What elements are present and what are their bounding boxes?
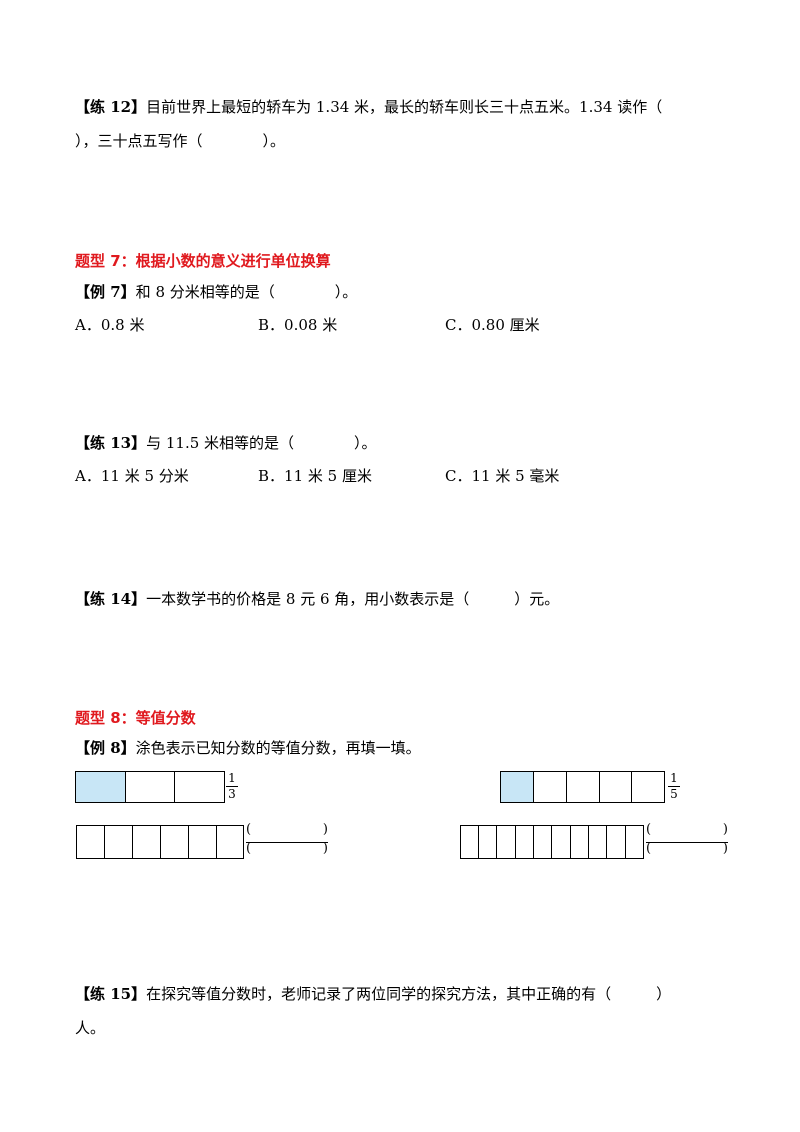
ex7-option-a[interactable]: A．0.8 米 [75, 316, 145, 334]
ex7-option-c[interactable]: C．0.80 厘米 [445, 316, 540, 334]
shaded-part[interactable] [75, 771, 126, 803]
unshaded-part[interactable] [533, 771, 567, 803]
q12-tag: 【练 12】 [75, 98, 147, 116]
ex7-tag: 【例 7】 [75, 283, 136, 301]
q15-tag: 【练 15】 [75, 985, 147, 1003]
paren-close: ) [722, 841, 728, 856]
paren-open: ( [246, 822, 252, 837]
fraction-numerator: 1 [228, 771, 236, 785]
paren-open: ( [646, 841, 652, 856]
unshaded-part[interactable] [566, 771, 600, 803]
unshaded-part[interactable] [174, 771, 225, 803]
q12-line2: ），三十点五写作（ ）。 [75, 130, 285, 152]
q13-option-c[interactable]: C．11 米 5 毫米 [445, 467, 560, 485]
ex7-text: 和 8 分米相等的是（ ）。 [135, 283, 358, 301]
fraction-denominator: 3 [228, 787, 236, 801]
paren-close: ) [322, 841, 328, 856]
unshaded-part[interactable] [125, 771, 175, 803]
q13-tag: 【练 13】 [75, 434, 147, 452]
paren-close: ) [322, 822, 328, 837]
q12-text-2: ），三十点五写作（ ）。 [75, 132, 286, 150]
unshaded-part[interactable] [599, 771, 632, 803]
fraction-one-third: 1 3 [226, 772, 238, 801]
ex8-tag: 【例 8】 [75, 739, 136, 757]
q14-text: 一本数学书的价格是 8 元 6 角，用小数表示是（ ）元。 [146, 590, 560, 608]
blank-fraction-right[interactable]: () () [646, 822, 728, 860]
ex8-question: 【例 8】涂色表示已知分数的等值分数，再填一填。 [75, 737, 421, 759]
paren-close: ) [722, 822, 728, 837]
q13-option-a[interactable]: A．11 米 5 分米 [75, 467, 189, 485]
shaded-part[interactable] [500, 771, 534, 803]
type8-heading: 题型 8：等值分数 [75, 709, 196, 727]
fraction-denominator: 5 [670, 787, 678, 801]
fraction-one-fifth: 1 5 [668, 772, 680, 801]
q12-text-1: 目前世界上最短的轿车为 1.34 米，最长的轿车则长三十点五米。1.34 读作（ [146, 98, 663, 116]
paren-open: ( [246, 841, 252, 856]
bar-model-sixths [76, 825, 244, 859]
bar-model-tenths [460, 825, 644, 859]
q15-text-2: 人。 [75, 1019, 106, 1037]
q15-line1: 【练 15】在探究等值分数时，老师记录了两位同学的探究方法，其中正确的有（ ） [75, 983, 671, 1005]
bar-model-fifths [500, 771, 665, 803]
type7-heading: 题型 7：根据小数的意义进行单位换算 [75, 252, 331, 270]
q14-question: 【练 14】一本数学书的价格是 8 元 6 角，用小数表示是（ ）元。 [75, 588, 559, 610]
q13-option-b[interactable]: B．11 米 5 厘米 [258, 467, 372, 485]
unshaded-part[interactable] [631, 771, 665, 803]
ex8-text: 涂色表示已知分数的等值分数，再填一填。 [135, 739, 421, 757]
ex7-option-b[interactable]: B．0.08 米 [258, 316, 338, 334]
q15-line2: 人。 [75, 1017, 105, 1039]
q12-line1: 【练 12】目前世界上最短的轿车为 1.34 米，最长的轿车则长三十点五米。1.… [75, 96, 662, 118]
q14-tag: 【练 14】 [75, 590, 147, 608]
paren-open: ( [646, 822, 652, 837]
bar-model-thirds [75, 771, 225, 803]
q13-question: 【练 13】与 11.5 米相等的是（ ）。 [75, 432, 377, 454]
q15-text-1: 在探究等值分数时，老师记录了两位同学的探究方法，其中正确的有（ ） [146, 985, 672, 1003]
ex7-question: 【例 7】和 8 分米相等的是（ ）。 [75, 281, 357, 303]
fraction-numerator: 1 [670, 771, 678, 785]
blank-fraction-left[interactable]: () () [246, 822, 328, 860]
q13-text: 与 11.5 米相等的是（ ）。 [146, 434, 377, 452]
